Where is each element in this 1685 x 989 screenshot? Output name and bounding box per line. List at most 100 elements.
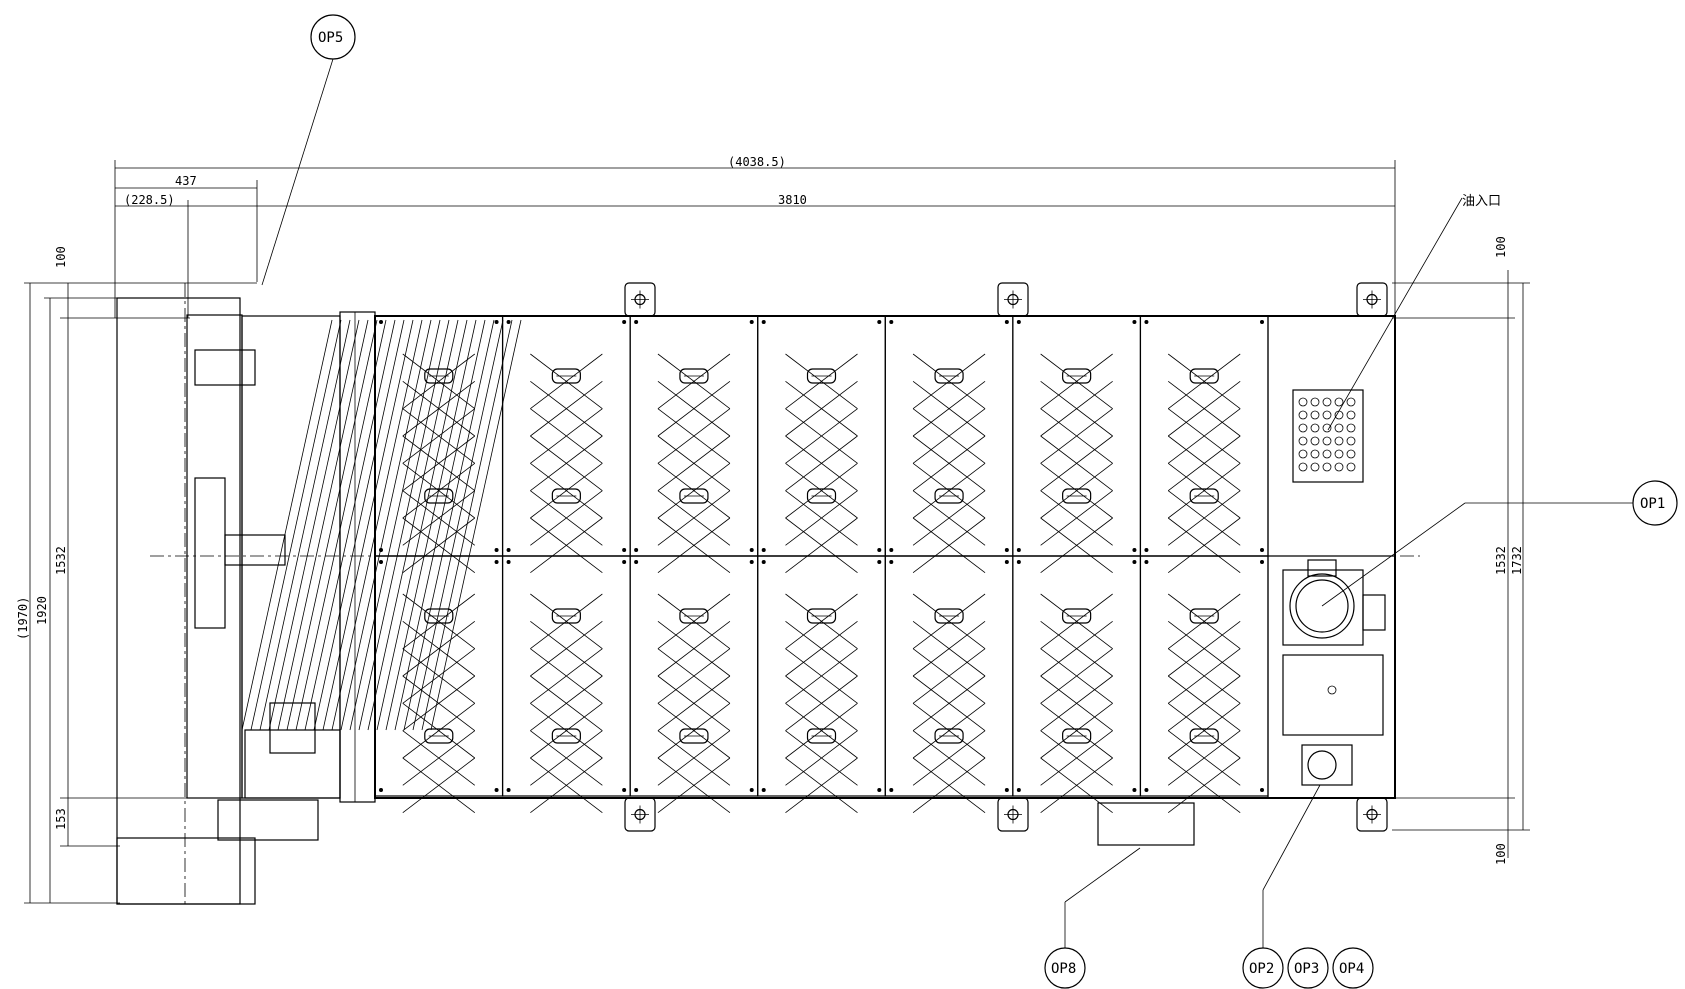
mesh-line <box>657 435 731 491</box>
corner-screw <box>1004 320 1009 324</box>
panel-handle <box>1062 368 1092 384</box>
inlet-hole <box>1334 397 1344 407</box>
panel-handle <box>934 728 964 744</box>
mesh-line <box>912 381 986 437</box>
corner-screw <box>494 788 499 792</box>
lug-body <box>1356 282 1388 317</box>
corner-screw <box>761 320 766 324</box>
corner-screw <box>379 548 383 552</box>
callout-op8: OP8 <box>1051 961 1076 977</box>
mesh-line <box>402 517 476 573</box>
mounting-lug <box>624 282 656 317</box>
inlet-hole <box>1322 397 1332 407</box>
callout-op3-circle <box>1287 947 1329 989</box>
mesh-line <box>1040 730 1113 786</box>
inlet-hole <box>1310 423 1320 433</box>
corner-screw <box>494 548 499 552</box>
mesh-line <box>785 435 858 491</box>
corner-screw <box>1132 788 1137 792</box>
mesh-line <box>912 757 986 813</box>
mesh-line <box>657 408 731 464</box>
corner-screw <box>506 548 511 552</box>
filter-panel <box>501 555 631 813</box>
panel-handle <box>679 728 709 744</box>
inlet-hole <box>1310 462 1320 472</box>
corner-screw <box>506 788 511 792</box>
callout-op4: OP4 <box>1339 961 1364 977</box>
mesh-line <box>657 757 731 813</box>
filter-panel <box>501 315 631 573</box>
corner-screw <box>761 788 766 792</box>
mesh-line <box>657 648 731 704</box>
corner-screw <box>379 560 383 564</box>
filter-panel <box>1139 315 1269 573</box>
corner-screw <box>889 548 894 552</box>
mesh-line <box>657 381 731 437</box>
lug-body <box>997 282 1029 317</box>
mesh-line <box>912 517 986 573</box>
mesh-line <box>402 463 476 519</box>
dim-bottom-margin-right: 100 <box>1494 843 1508 865</box>
lug-body <box>997 797 1029 832</box>
inlet-hole <box>1322 436 1332 446</box>
corner-screw <box>634 548 639 552</box>
inlet-hole <box>1346 449 1356 459</box>
panel-handle <box>806 488 837 504</box>
dim-inner-width-left: 1532 <box>54 546 68 575</box>
filter-panel <box>629 555 759 813</box>
dim-left-offset: 437 <box>175 174 197 188</box>
mesh-line <box>912 593 986 649</box>
filter-panel <box>884 555 1014 813</box>
mesh-line <box>402 703 476 759</box>
mounting-lugs <box>624 282 1388 832</box>
hatch-line <box>268 319 360 731</box>
hatch-line <box>403 319 495 731</box>
hatch-line <box>286 319 378 731</box>
mesh-line <box>657 675 731 731</box>
mesh-line <box>785 621 858 677</box>
mesh-line <box>785 517 858 573</box>
corner-screw <box>877 548 882 552</box>
mesh-line <box>530 381 603 437</box>
hatch-line <box>313 319 405 731</box>
corner-screw <box>506 320 511 324</box>
mesh-line <box>785 408 858 464</box>
panel-handle <box>934 608 964 624</box>
panel-handle <box>424 608 454 624</box>
inlet-hole <box>1322 462 1332 472</box>
corner-screw <box>379 788 383 792</box>
dim-overall-length: (4038.5) <box>728 155 786 169</box>
filter-panel <box>757 555 886 813</box>
corner-screw <box>1144 548 1149 552</box>
corner-screw <box>877 320 882 324</box>
hatch-line <box>340 319 432 731</box>
mounting-lug <box>997 797 1029 832</box>
hatch-line <box>394 319 486 731</box>
mesh-line <box>1167 490 1241 546</box>
corner-screw <box>622 788 627 792</box>
mesh-line <box>912 621 986 677</box>
hatch-line <box>295 319 387 731</box>
mesh-line <box>402 490 476 546</box>
corner-screw <box>634 320 639 324</box>
callout-op2: OP2 <box>1249 961 1274 977</box>
hatch-line <box>376 319 468 731</box>
dim-bottom-margin-left: 153 <box>54 808 68 830</box>
mesh-line <box>530 463 603 519</box>
corner-screw <box>877 560 882 564</box>
callout-op5: OP5 <box>318 30 343 46</box>
corner-screw <box>889 560 894 564</box>
mesh-line <box>657 730 731 786</box>
inlet-hole <box>1298 449 1308 459</box>
mesh-line <box>1040 675 1113 731</box>
hatch-line <box>322 319 414 731</box>
dim-left-offset-paren: (228.5) <box>124 193 175 207</box>
corner-screw <box>1004 548 1009 552</box>
mesh-line <box>402 675 476 731</box>
inlet-hole <box>1346 462 1356 472</box>
inlet-hole <box>1310 449 1320 459</box>
inlet-hole <box>1310 410 1320 420</box>
mesh-line <box>785 593 858 649</box>
mesh-line <box>1167 517 1241 573</box>
mesh-line <box>402 408 476 464</box>
